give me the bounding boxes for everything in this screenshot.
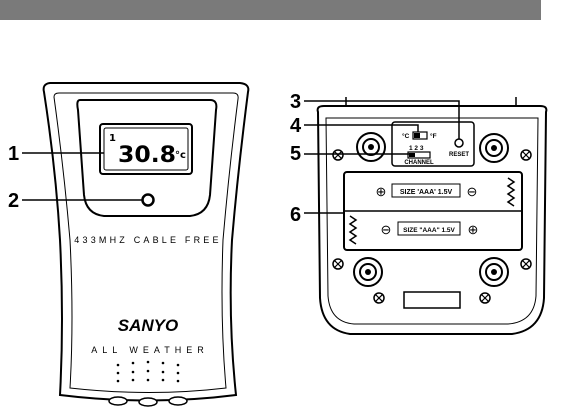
lcd-channel: 1 xyxy=(109,133,116,144)
tagline: ALL WEATHER xyxy=(91,345,209,355)
callout-3: 3 xyxy=(290,91,301,113)
mount-boss-top-right xyxy=(480,134,508,162)
brand-logo: SANYO xyxy=(118,316,178,335)
battery-2-minus: ⊖ xyxy=(381,222,392,237)
band-text: 433MHZ CABLE FREE xyxy=(74,235,221,245)
battery-2-plus: ⊕ xyxy=(468,222,479,237)
mount-boss-bottom-left xyxy=(354,258,382,286)
battery-1-plus: ⊕ xyxy=(376,184,387,199)
switch-label-celsius: °C xyxy=(402,132,410,140)
callout-6: 6 xyxy=(290,204,301,226)
callout-5: 5 xyxy=(290,143,301,165)
callout-1: 1 xyxy=(8,143,19,165)
front-foot-center xyxy=(139,398,157,406)
lcd-unit: °c xyxy=(175,150,186,161)
front-foot-right xyxy=(169,397,187,405)
lcd-temperature: 30.8 xyxy=(118,143,176,168)
callout-4: 4 xyxy=(290,115,302,137)
led-indicator xyxy=(143,195,154,206)
mount-boss-bottom-right xyxy=(480,258,508,286)
battery-1-label: SIZE 'AAA' 1.5V xyxy=(400,189,453,196)
bottom-slot xyxy=(404,292,460,308)
switch-label-fahrenheit: °F xyxy=(430,132,437,140)
channel-numbers: 1 2 3 xyxy=(409,145,424,152)
mount-boss-top-left xyxy=(357,133,385,161)
battery-2-label: SIZE "AAA" 1.5V xyxy=(403,227,455,234)
callout-2: 2 xyxy=(8,190,19,212)
front-foot-left xyxy=(109,397,127,405)
reset-button-hole xyxy=(455,139,463,147)
sensor-back-view: °C °F 1 2 3 CHANNEL RESET ⊕ SIZE 'AAA' 1… xyxy=(318,97,547,334)
channel-label: CHANNEL xyxy=(404,160,434,166)
battery-1-minus: ⊖ xyxy=(467,184,478,199)
reset-label: RESET xyxy=(449,152,469,158)
sensor-front-view: 1 30.8 °c 433MHZ CABLE FREE SANYO ALL WE… xyxy=(44,83,249,406)
